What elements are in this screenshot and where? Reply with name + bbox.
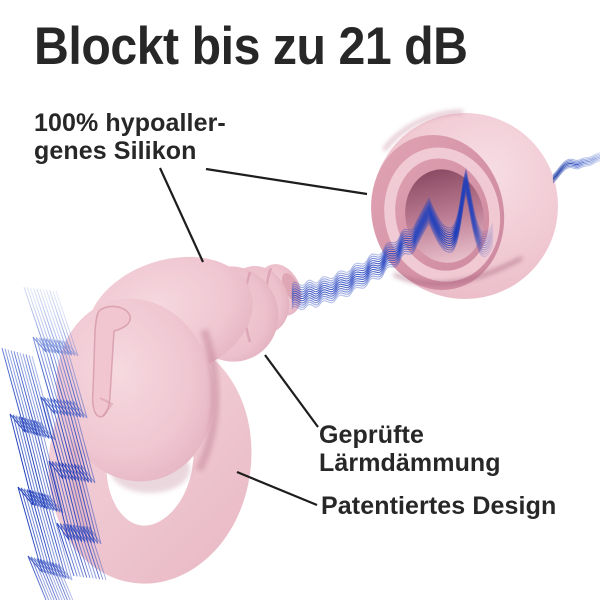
- callout-line-noise: [264, 354, 319, 428]
- sound-wave-outgoing-reduced: [552, 152, 600, 184]
- callout-silicone: 100% hypoaller- genes Silikon: [34, 109, 226, 165]
- callout-design: Patentiertes Design: [321, 492, 556, 520]
- callout-silicone-line2: genes Silikon: [34, 137, 197, 165]
- bud-ring-crease: [195, 328, 220, 472]
- callout-line-design: [236, 470, 318, 507]
- callout-line-silicone-to-side-plug: [158, 167, 205, 263]
- callout-lines: [158, 167, 368, 507]
- callout-line-silicone-to-front-plug: [205, 167, 368, 196]
- headline: Blockt bis zu 21 dB: [34, 17, 468, 76]
- earplug-side-view: [48, 256, 302, 584]
- wing-notch: [99, 397, 114, 417]
- callout-noise-line1: Geprüfte: [319, 421, 424, 449]
- earplug-front-view: [371, 110, 558, 299]
- earplug-stem-tip-face: [282, 273, 300, 301]
- sphere-bottom-crease: [393, 256, 523, 286]
- callout-design-label: Patentiertes Design: [321, 492, 557, 520]
- callout-silicone-line1: 100% hypoaller-: [34, 109, 226, 137]
- sphere-top-crease: [382, 110, 464, 152]
- cavity-rim-highlight: [384, 147, 501, 282]
- callout-noise: Geprüfte Lärmdämmung: [319, 421, 501, 477]
- callout-noise-line2: Lärmdämmung: [319, 449, 501, 477]
